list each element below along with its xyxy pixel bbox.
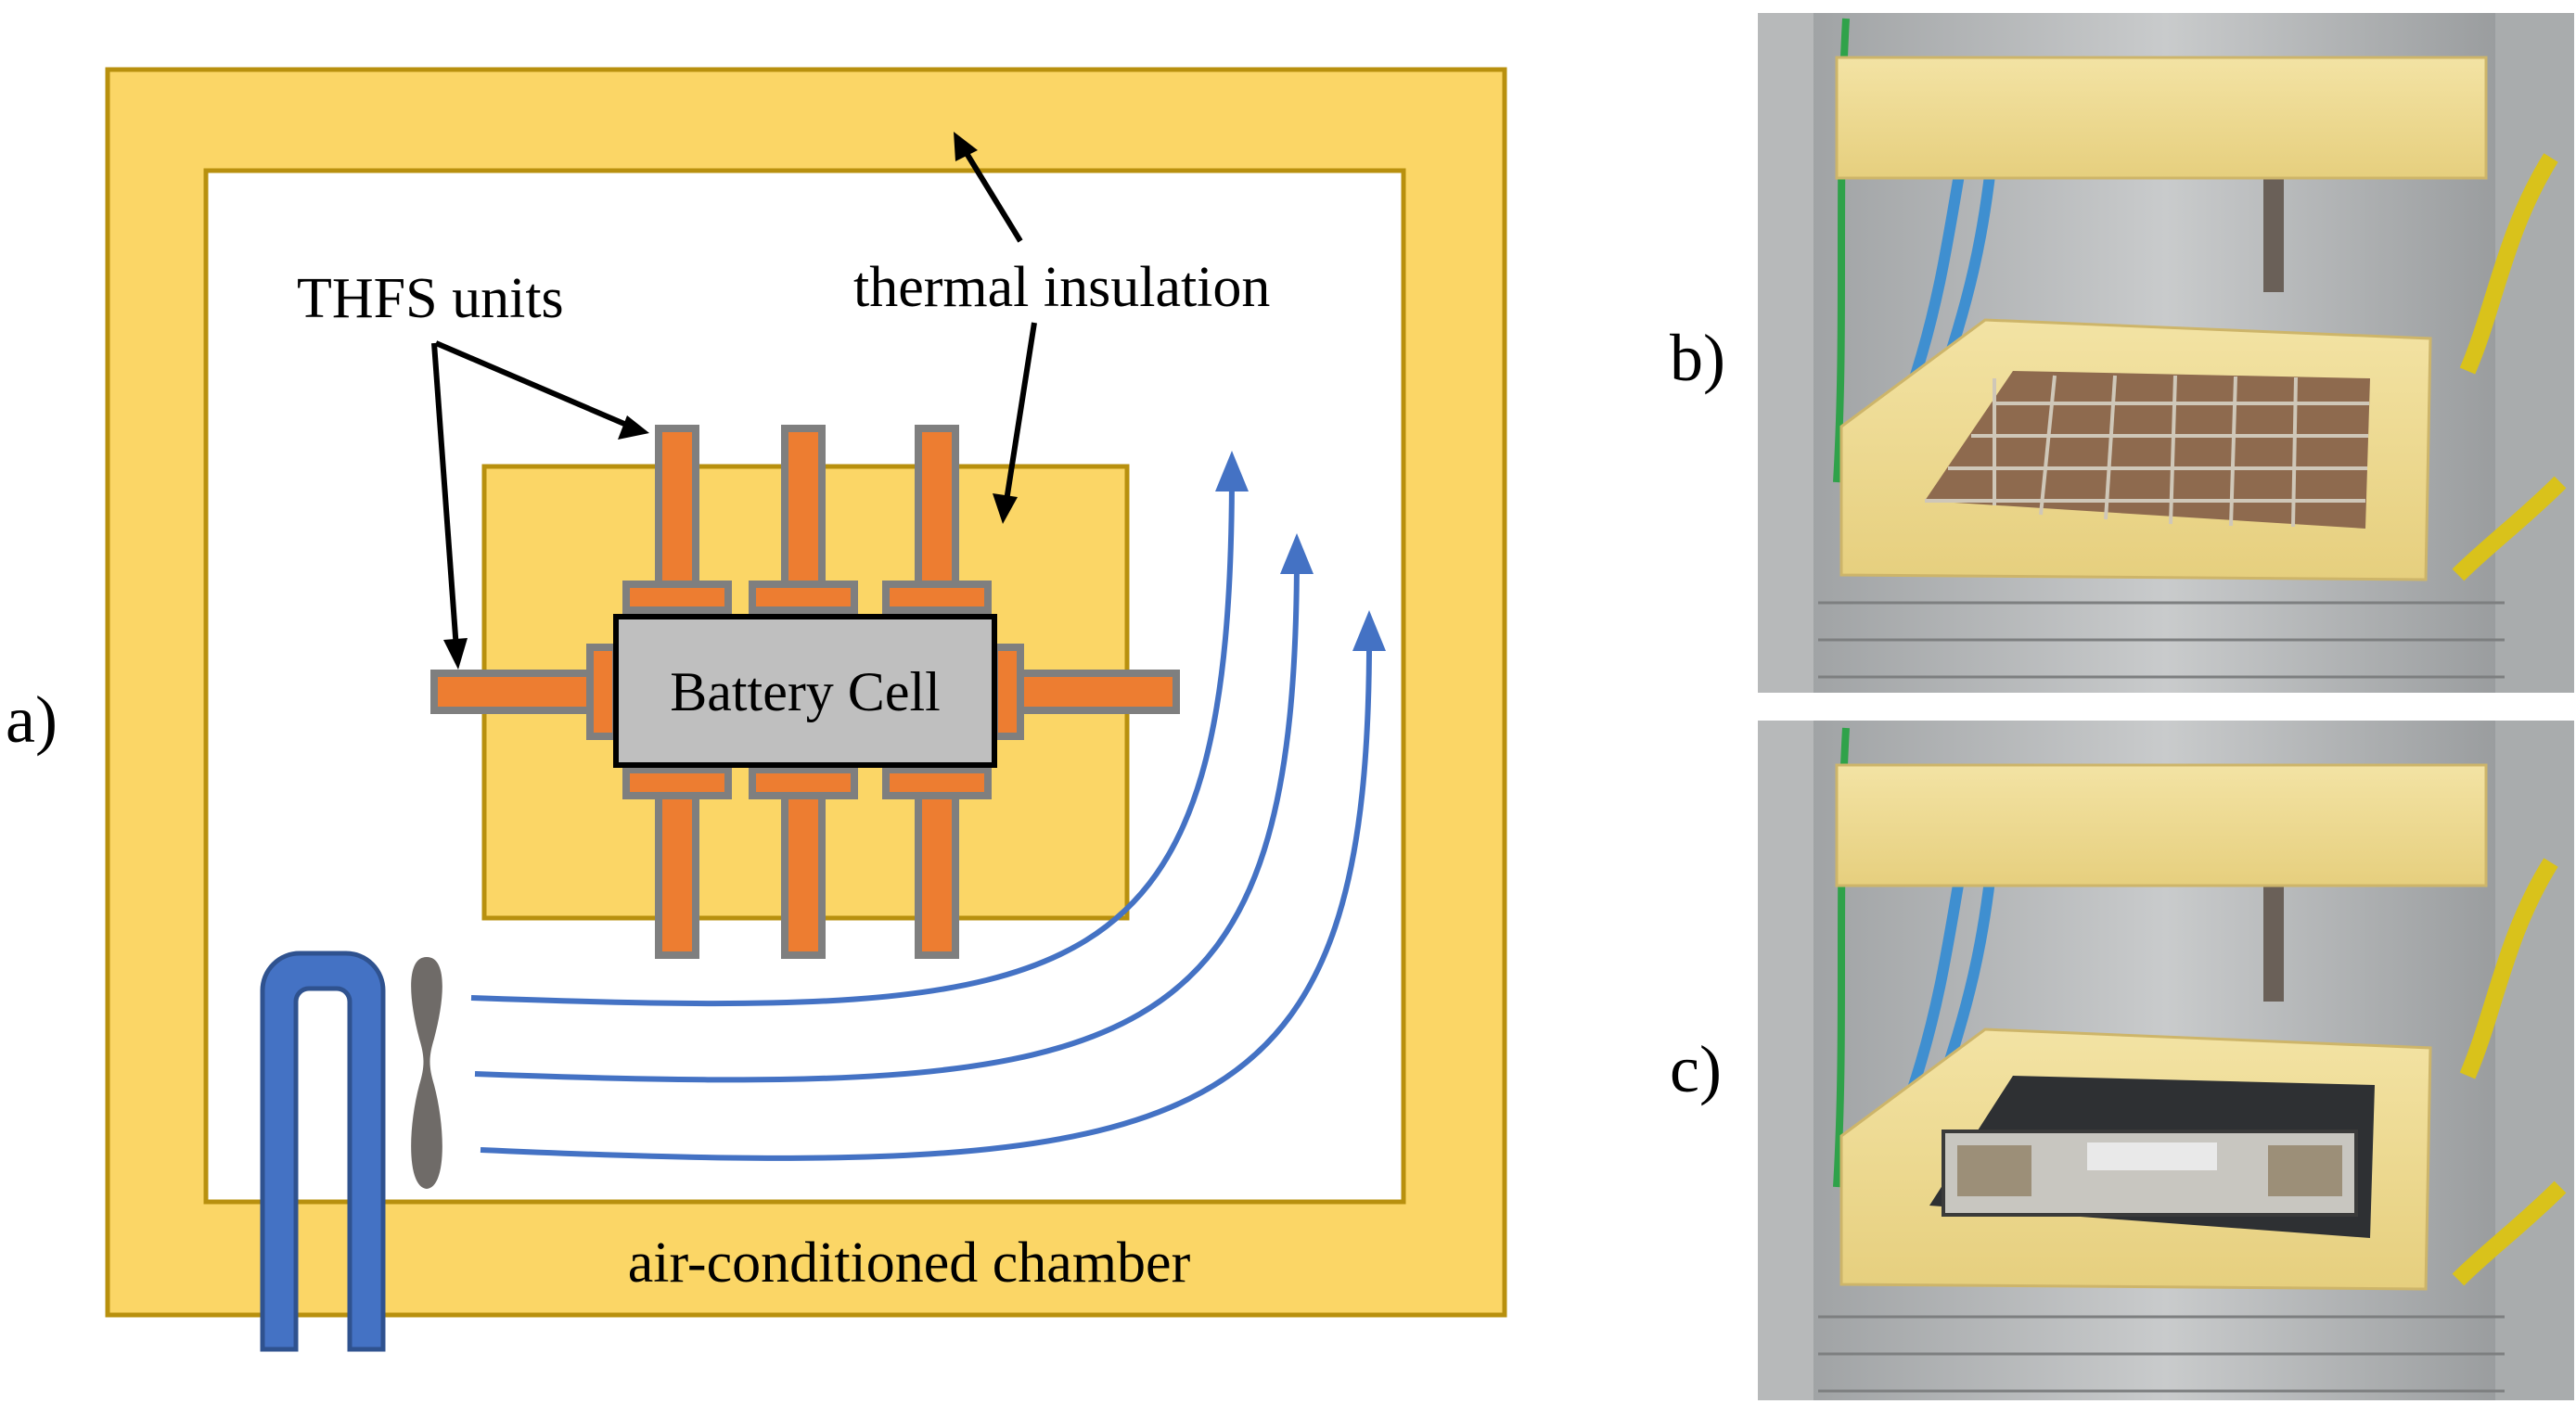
thfs-unit-bottom-1	[655, 786, 699, 959]
chamber-label: air-conditioned chamber	[628, 1232, 1191, 1295]
thfs-pad-bottom-2	[749, 766, 858, 799]
thermal-insulation-label: thermal insulation	[853, 256, 1270, 319]
arrow-thfs-top	[434, 340, 633, 429]
battery-cell	[613, 614, 997, 768]
annotation-arrows	[431, 148, 1037, 650]
thfs-pad-top-2	[749, 581, 858, 614]
arrow-thfs-left	[431, 342, 459, 650]
thfs-pad-top-1	[622, 581, 732, 614]
schematic-panel: Battery Cell THFS	[6, 67, 1507, 1352]
airflow-arrow-2	[474, 537, 1303, 1083]
arrow-insulation-up	[962, 148, 1023, 243]
thfs-unit-bottom-2	[781, 786, 826, 959]
arrow-insulation-down	[1004, 322, 1037, 502]
airflow-arrow-3	[480, 614, 1376, 1161]
thfs-pad-left	[586, 644, 620, 740]
battery-cell-label: Battery Cell	[670, 661, 941, 722]
thfs-pad-top-3	[882, 581, 992, 614]
chamber-wall	[105, 67, 1507, 1318]
arrow-heads	[443, 132, 1018, 670]
thfs-unit-left	[430, 670, 603, 714]
fan-icon	[411, 957, 442, 1189]
thfs-unit-right	[1007, 670, 1180, 714]
thfs-pad-bottom-3	[882, 766, 992, 799]
thfs-units-label: THFS units	[297, 267, 564, 330]
airflow-arrows	[470, 454, 1376, 1161]
thfs-pad-bottom-1	[622, 766, 732, 799]
thfs-unit-top-1	[655, 425, 699, 590]
thfs-unit-top-3	[915, 425, 959, 590]
heat-exchanger	[260, 951, 386, 1352]
thfs-unit-bottom-3	[915, 786, 959, 959]
photo-b: b)	[1670, 13, 2574, 693]
panel-label-a: a)	[6, 683, 58, 757]
airflow-arrow-1	[470, 454, 1238, 1007]
thfs-pad-right	[991, 644, 1024, 740]
thfs-unit-top-2	[781, 425, 826, 590]
photo-c: c)	[1670, 721, 2574, 1400]
panel-label-b: b)	[1670, 321, 1725, 395]
airflow-arrow-heads	[1215, 451, 1386, 651]
panel-label-c: c)	[1670, 1032, 1722, 1106]
